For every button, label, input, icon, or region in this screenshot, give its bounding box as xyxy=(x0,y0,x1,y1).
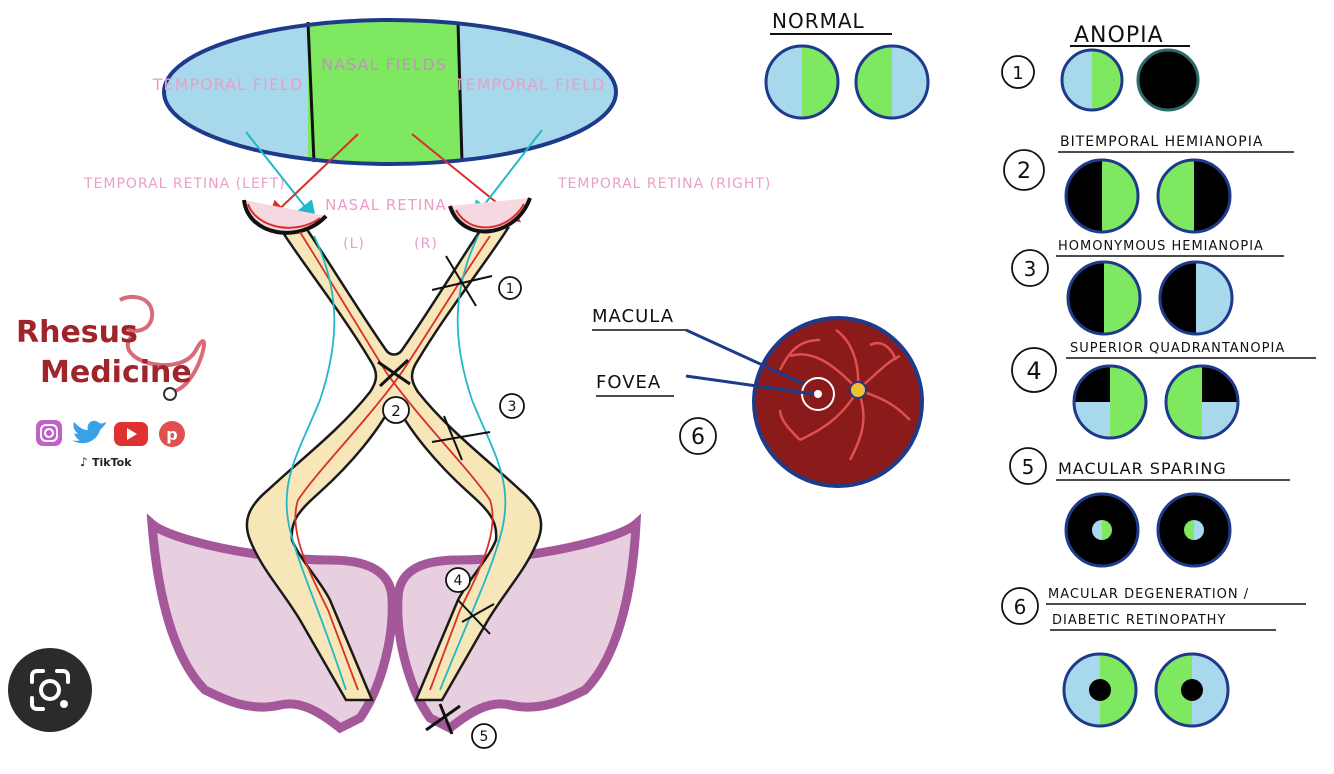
lesion-number-4: 4 xyxy=(445,567,471,593)
svg-text:TikTok: TikTok xyxy=(92,456,132,469)
brand-line1: Rhesus xyxy=(16,315,138,350)
macula-label: MACULA xyxy=(592,306,674,327)
optic-pathway xyxy=(242,197,543,702)
defect-6-right-eye xyxy=(1154,652,1230,728)
temporal-field-right-label: TEMPORAL FIELD xyxy=(454,75,606,94)
defect-2-right-eye xyxy=(1156,158,1232,234)
fovea-label: FOVEA xyxy=(596,372,661,393)
svg-text:4: 4 xyxy=(1026,357,1041,385)
twitter-icon[interactable] xyxy=(72,420,106,444)
defect-5-left-eye xyxy=(1064,492,1140,568)
occipital-cortex xyxy=(146,513,642,734)
defect-5-right-eye xyxy=(1156,492,1232,568)
defect-1-left-eye xyxy=(1060,48,1124,112)
svg-text:6: 6 xyxy=(1014,595,1027,619)
svg-text:♪: ♪ xyxy=(80,455,88,469)
fundus-image xyxy=(752,316,924,488)
defect-3-label: HOMONYMOUS HEMIANOPIA xyxy=(1058,239,1264,254)
defect-4-label: SUPERIOR QUADRANTANOPIA xyxy=(1070,341,1285,356)
visual-field-ellipse: TEMPORAL FIELD NASAL FIELDS TEMPORAL FIE… xyxy=(152,18,618,166)
normal-section: NORMAL xyxy=(764,9,930,120)
svg-text:2: 2 xyxy=(391,402,401,420)
svg-text:1: 1 xyxy=(1012,63,1023,84)
nasal-retina-label: NASAL RETINA xyxy=(325,196,447,214)
defect-3: HOMONYMOUS HEMIANOPIA 3 xyxy=(1011,239,1284,336)
normal-title: NORMAL xyxy=(772,9,865,33)
defect-6-left-eye xyxy=(1062,652,1138,728)
rhesus-medicine-logo: Rhesus Medicine xyxy=(16,294,206,401)
social-icons: p ♪ TikTok xyxy=(36,420,185,469)
defect-6-label: MACULAR DEGENERATION / xyxy=(1048,587,1249,602)
lesion-number-1: 1 xyxy=(498,276,522,300)
svg-text:p: p xyxy=(166,425,177,444)
visual-search-button[interactable] xyxy=(8,648,92,732)
defect-6: 6 MACULAR DEGENERATION / DIABETIC RETINO… xyxy=(1001,587,1306,728)
normal-left-eye xyxy=(764,44,840,120)
svg-text:4: 4 xyxy=(454,573,463,589)
tiktok-icon[interactable]: ♪ TikTok xyxy=(80,455,132,469)
defect-4-right-eye xyxy=(1164,364,1240,440)
pinterest-icon[interactable]: p xyxy=(159,421,185,447)
nasal-retina-r-label: (R) xyxy=(414,236,438,252)
defect-3-right-eye xyxy=(1158,260,1234,336)
defect-4: SUPERIOR QUADRANTANOPIA 4 xyxy=(1011,341,1316,440)
svg-text:3: 3 xyxy=(1024,257,1037,281)
nasal-retina-l-label: (L) xyxy=(343,236,365,252)
youtube-icon[interactable] xyxy=(114,422,148,446)
brand-line2: Medicine xyxy=(40,355,192,390)
defect-2: BITEMPORAL HEMIANOPIA 2 xyxy=(1003,134,1294,234)
svg-text:5: 5 xyxy=(480,729,489,745)
normal-right-eye xyxy=(854,44,930,120)
lesion-crosses xyxy=(377,255,495,735)
instagram-icon[interactable] xyxy=(36,420,62,446)
defect-6-label-line2: DIABETIC RETINOPATHY xyxy=(1052,613,1226,628)
fovea-label-group: FOVEA xyxy=(596,372,815,397)
defect-4-left-eye xyxy=(1072,364,1148,440)
svg-text:3: 3 xyxy=(508,399,517,415)
anopia-title: ANOPIA xyxy=(1074,23,1164,48)
defect-2-label: BITEMPORAL HEMIANOPIA xyxy=(1060,134,1263,150)
lesion-number-3: 3 xyxy=(499,393,525,419)
temporal-retina-right-label: TEMPORAL RETINA (RIGHT) xyxy=(557,176,771,192)
svg-text:6: 6 xyxy=(691,425,705,450)
defect-1-right-eye xyxy=(1136,48,1200,112)
temporal-field-left-label: TEMPORAL FIELD xyxy=(152,75,304,94)
svg-text:1: 1 xyxy=(506,282,514,297)
defect-5: 5 MACULAR SPARING xyxy=(1009,447,1290,568)
temporal-retina-left-label: TEMPORAL RETINA (LEFT) xyxy=(83,176,286,192)
defect-2-left-eye xyxy=(1064,158,1140,234)
defect-5-label: MACULAR SPARING xyxy=(1058,459,1227,478)
svg-text:5: 5 xyxy=(1022,455,1035,479)
defect-1: 1 xyxy=(1001,48,1200,112)
lesion-number-5: 5 xyxy=(471,723,497,749)
nasal-fields-label: NASAL FIELDS xyxy=(321,55,447,74)
svg-text:2: 2 xyxy=(1017,159,1031,184)
fundus-number: 6 xyxy=(679,417,717,455)
camera-search-icon xyxy=(30,669,70,711)
lesion-number-2: 2 xyxy=(382,396,410,424)
macula-label-group: MACULA xyxy=(592,306,805,386)
defect-3-left-eye xyxy=(1066,260,1142,336)
